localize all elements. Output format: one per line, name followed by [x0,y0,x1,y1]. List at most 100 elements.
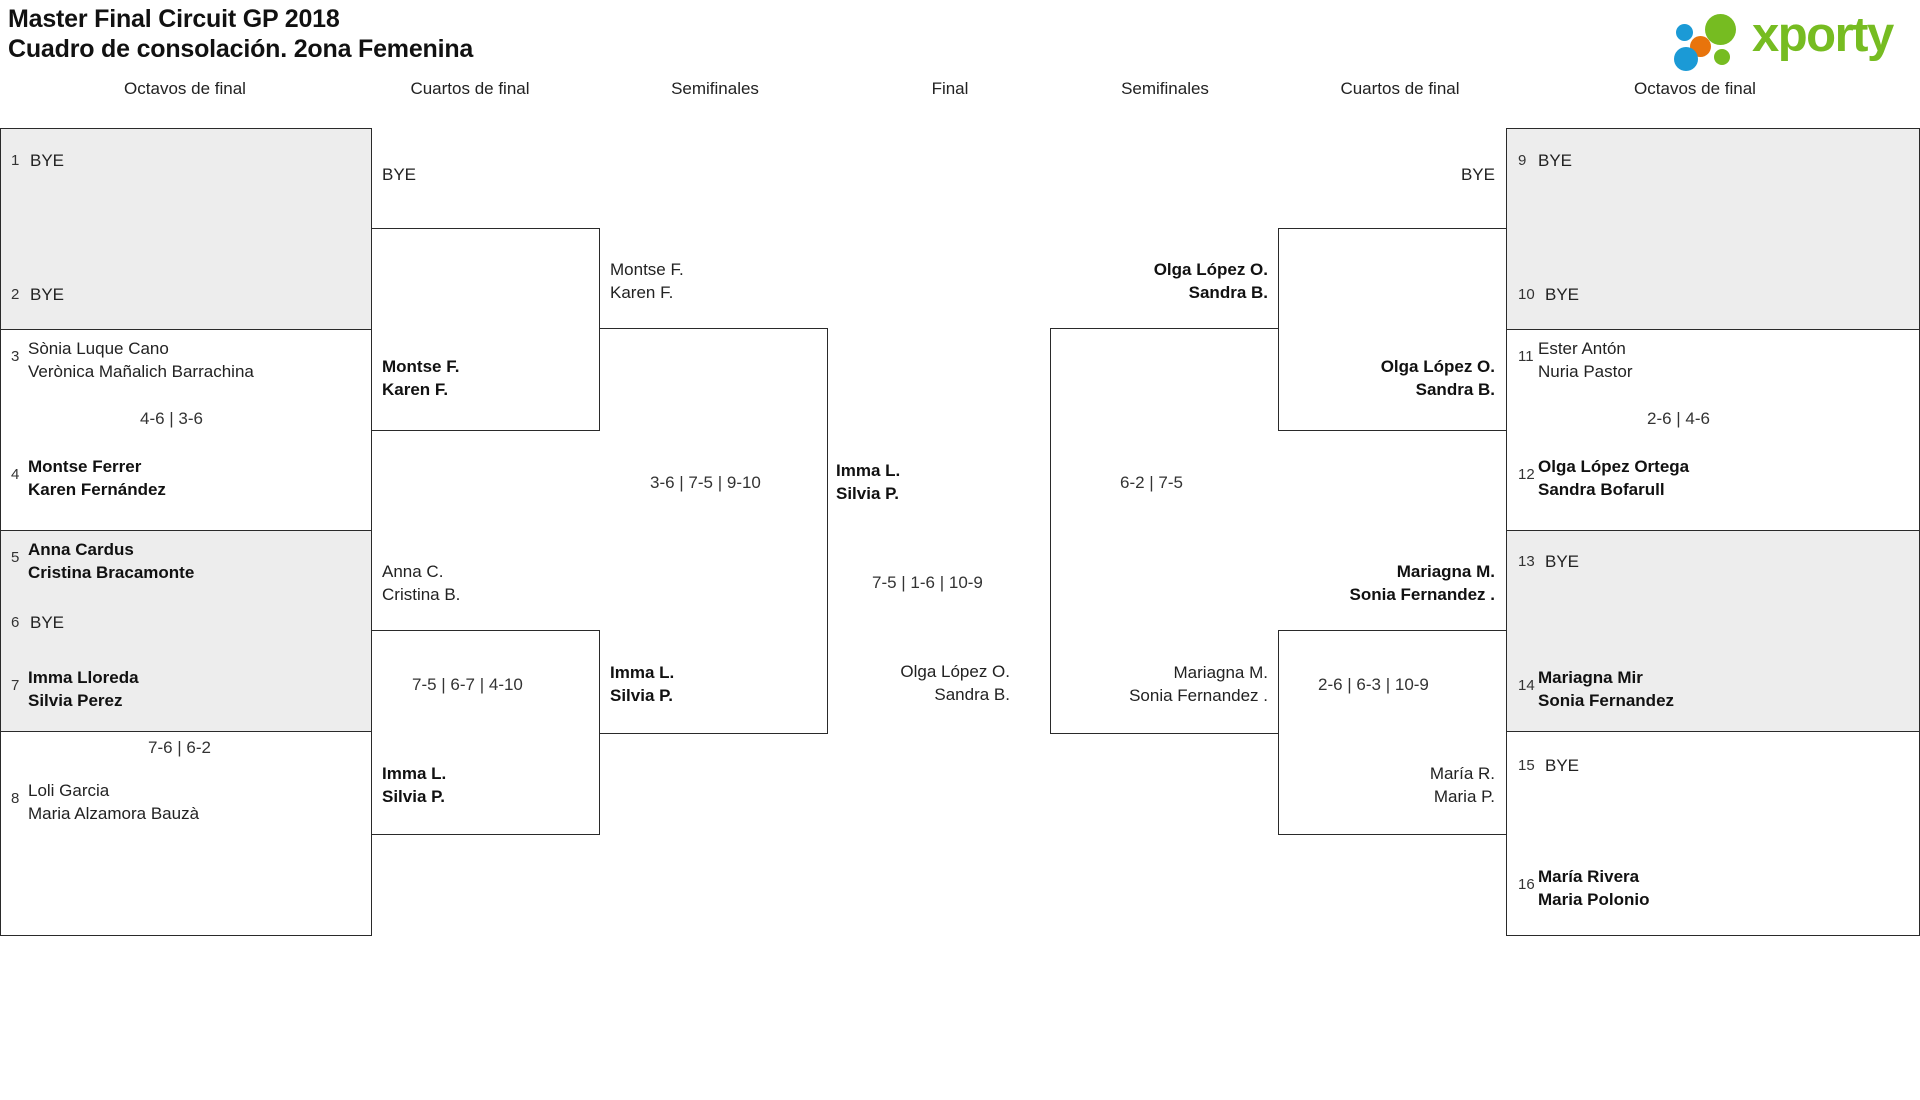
tournament-name: Master Final Circuit GP 2018 [8,5,340,33]
player-entry: BYE [382,165,417,184]
match-box-right-qf-2[interactable] [1278,630,1507,835]
match-score: 2-6 | 6-3 | 10-9 [1318,675,1429,694]
player-name-1: Montse F. [382,357,460,376]
seed-number: 5 [11,549,20,566]
player-entry-winner: Mariagna Mir Sonia Fernandez [1538,666,1674,712]
player-entry: BYE [30,151,65,170]
player-entry: Mariagna M. Sonia Fernandez . [1040,661,1268,707]
round-header-right-qf: Cuartos de final [1340,79,1460,98]
player-name-2: Verònica Mañalich Barrachina [28,362,254,381]
match-score: 7-6 | 6-2 [148,738,212,757]
round-header-right-r16: Octavos de final [1634,79,1756,98]
round-header-final: Final [931,79,969,98]
seed-number: 15 [1518,757,1535,774]
player-name-2: Sandra B. [934,685,1010,704]
player-name-2: Cristina Bracamonte [28,563,195,582]
player-name-2: Silvia P. [610,686,674,705]
player-entry-winner: Mariagna M. Sonia Fernandez . [1280,560,1495,606]
final-entry-winner: Imma L. Silvia P. [836,459,900,505]
player-name-1: Loli Garcia [28,781,110,800]
player-entry: BYE [1545,552,1580,571]
player-name-1: Olga López Ortega [1538,457,1690,476]
player-entry-winner: Montse F. Karen F. [382,355,459,401]
player-name-2: Cristina B. [382,585,461,604]
player-name-2: Sandra B. [1415,380,1495,399]
draw-subtitle: Cuadro de consolación. 2ona Femenina [8,35,474,63]
player-name-1: Montse F. [610,260,684,279]
seed-number: 14 [1518,677,1535,694]
player-name-1: Montse Ferrer [28,457,142,476]
round-header-right-sf: Semifinales [1121,79,1209,98]
player-entry-winner: Imma L. Silvia P. [610,661,674,707]
seed-number: 7 [11,677,20,694]
seed-number: 12 [1518,466,1535,483]
player-entry: BYE [1538,151,1573,170]
round-header-left-qf: Cuartos de final [410,79,530,98]
player-entry: Ester Antón Nuria Pastor [1538,337,1632,383]
player-name-1: Mariagna Mir [1538,668,1643,687]
seed-number: 4 [11,466,20,483]
page-header: Master Final Circuit GP 2018 Cuadro de c… [0,0,1920,95]
player-name-2: Sonia Fernandez . [1129,686,1268,705]
player-name-2: Nuria Pastor [1538,362,1633,381]
match-box-right-r16-1[interactable] [1506,128,1920,330]
match-box-left-qf-2[interactable] [371,630,600,835]
round-header-left-r16: Octavos de final [124,79,246,98]
player-name-1: María Rivera [1538,867,1640,886]
player-name-2: Sonia Fernandez [1538,691,1675,710]
match-score: 3-6 | 7-5 | 9-10 [650,473,761,492]
player-entry: Montse F. Karen F. [610,258,684,304]
player-entry-winner: Olga López Ortega Sandra Bofarull [1538,455,1689,501]
match-score: 4-6 | 3-6 [140,409,204,428]
match-score: 7-5 | 6-7 | 4-10 [412,675,523,694]
logo-wordmark: xporty [1752,8,1894,62]
logo-dot-green-large [1705,14,1736,45]
player-name-1: Imma L. [610,663,675,682]
player-entry-winner: Olga López O. Sandra B. [1280,355,1495,401]
player-name-2: Sandra Bofarull [1538,480,1665,499]
seed-number: 1 [11,152,20,169]
page-title: Master Final Circuit GP 2018 Cuadro de c… [8,4,473,64]
seed-number: 8 [11,790,20,807]
player-name-1: Mariagna M. [1173,663,1268,682]
match-box-right-r16-4[interactable] [1506,731,1920,936]
seed-number: 3 [11,348,20,365]
match-box-left-r16-2[interactable] [0,329,372,531]
match-box-left-sf[interactable] [599,328,828,734]
player-name-1: Imma Lloreda [28,668,139,687]
player-entry: BYE [30,613,65,632]
match-box-right-qf-1[interactable] [1278,228,1507,431]
player-entry: Anna C. Cristina B. [382,560,460,606]
player-entry: BYE [1545,285,1580,304]
player-name-1: Imma L. [382,764,447,783]
match-box-left-qf-1[interactable] [371,228,600,431]
seed-number: 6 [11,614,20,631]
player-name-1: Olga López O. [1380,357,1495,376]
player-name-2: Silvia P. [382,787,446,806]
match-score: 6-2 | 7-5 [1120,473,1184,492]
seed-number: 16 [1518,876,1535,893]
player-entry-winner: Anna Cardus Cristina Bracamonte [28,538,194,584]
match-box-left-r16-3[interactable] [0,530,372,732]
player-name-2: Maria Alzamora Bauzà [28,804,200,823]
player-name-1: Anna C. [382,562,444,581]
player-entry: BYE [30,285,65,304]
match-box-left-r16-4[interactable] [0,731,372,936]
player-name-2: Karen F. [610,283,674,302]
player-name-1: María R. [1429,764,1495,783]
player-name-1: Olga López O. [900,662,1010,681]
player-name-1: Anna Cardus [28,540,134,559]
player-name-2: Karen Fernández [28,480,166,499]
final-score: 7-5 | 1-6 | 10-9 [872,573,983,592]
player-entry: María R. Maria P. [1280,762,1495,808]
match-box-left-r16-1[interactable] [0,128,372,330]
seed-number: 10 [1518,286,1535,303]
xporty-logo[interactable]: xporty [1670,6,1910,71]
match-box-right-sf[interactable] [1050,328,1279,734]
player-name-2: Karen F. [382,380,449,399]
match-box-right-r16-3[interactable] [1506,530,1920,732]
player-name-2: Sonia Fernandez . [1349,585,1495,604]
logo-dot-green-small [1714,49,1730,65]
player-name-2: Silvia P. [836,484,900,503]
player-entry-winner: Imma L. Silvia P. [382,762,446,808]
